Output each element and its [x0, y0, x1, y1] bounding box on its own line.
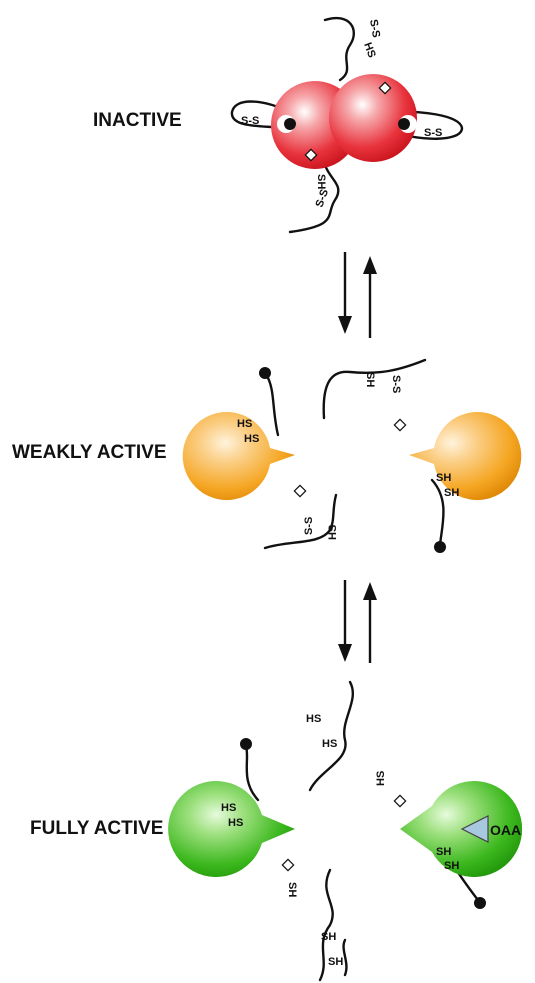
- disulfide-label: S-S: [367, 18, 382, 38]
- peptide-chain: [342, 938, 348, 977]
- weakly-active-dimer: HS HS SH S-S SH SH S-S HS: [182, 358, 522, 553]
- inactive-dimer: S-S HS S-S S-S SH S-S: [230, 17, 464, 234]
- state-label-inactive: INACTIVE: [93, 110, 182, 131]
- thiol-label: SH: [444, 860, 459, 872]
- peptide-chain: [430, 478, 445, 547]
- thiol-label: HS: [237, 418, 252, 430]
- disulfide-label: S-S: [303, 517, 315, 535]
- diamond-marker: [393, 794, 407, 808]
- thiol-label: HS: [244, 433, 259, 445]
- inhibitor-ball: [398, 118, 410, 130]
- equilibrium-arrows: [338, 580, 377, 663]
- peptide-chain: [322, 358, 427, 420]
- thiol-label: HS: [322, 738, 337, 750]
- equilibrium-arrows: [338, 252, 377, 338]
- peptide-end-ball: [259, 367, 271, 379]
- diamond-marker: [304, 148, 318, 162]
- thiol-label: SH: [321, 931, 336, 943]
- oaa-triangle-icon: [460, 815, 489, 843]
- fully-active-dimer: HS HS HS HS HS SH SH SH SH SH OAA: [168, 680, 523, 982]
- peptide-chain: [318, 868, 334, 982]
- peptide-chain: [230, 100, 292, 130]
- thiol-label: HS: [375, 771, 387, 786]
- thiol-label: HS: [228, 817, 243, 829]
- thiol-label: SH: [364, 372, 376, 387]
- thiol-label: SH: [315, 174, 327, 189]
- disulfide-label: S-S: [424, 127, 442, 139]
- disulfide-label: S-S: [241, 115, 259, 127]
- inhibitor-ball: [284, 118, 296, 130]
- monomer-full-left: [168, 781, 295, 878]
- disulfide-label: S-S: [314, 188, 332, 209]
- thiol-label: SH: [328, 956, 343, 968]
- peptide-chain: [263, 493, 338, 550]
- peptide-chain: [323, 17, 355, 82]
- peptide-end-ball: [434, 541, 446, 553]
- monomer-inactive-right: [329, 74, 417, 162]
- peptide-end-ball: [240, 738, 252, 750]
- monomer-weak-left: [182, 411, 295, 500]
- diamond-marker: [378, 81, 392, 95]
- up-arrowhead: [363, 582, 377, 600]
- disulfide-label: S-S: [390, 375, 402, 393]
- thiol-label: HS: [327, 525, 339, 540]
- diamond-marker: [393, 418, 407, 432]
- monomer-weak-right: [409, 411, 522, 500]
- thiol-label: SH: [444, 487, 459, 499]
- peptide-end-ball: [474, 897, 486, 909]
- up-arrowhead: [363, 256, 377, 274]
- down-arrowhead: [338, 644, 352, 662]
- state-label-fully-active: FULLY ACTIVE: [30, 818, 163, 839]
- thiol-label: HS: [306, 713, 321, 725]
- thiol-label: SH: [436, 846, 451, 858]
- peptide-chain: [308, 680, 355, 792]
- oaa-label: OAA: [490, 822, 521, 838]
- thiol-label: HS: [361, 41, 378, 59]
- peptide-chain: [244, 744, 260, 802]
- diamond-marker: [281, 858, 295, 872]
- thiol-label: HS: [221, 802, 236, 814]
- thiol-label: SH: [436, 472, 451, 484]
- peptide-chain: [288, 163, 340, 234]
- thiol-label: SH: [286, 882, 298, 897]
- peptide-chain: [383, 110, 464, 140]
- down-arrowhead: [338, 316, 352, 334]
- peptide-chain: [265, 374, 280, 437]
- diamond-marker: [293, 484, 307, 498]
- state-label-weakly-active: WEAKLY ACTIVE: [12, 442, 167, 463]
